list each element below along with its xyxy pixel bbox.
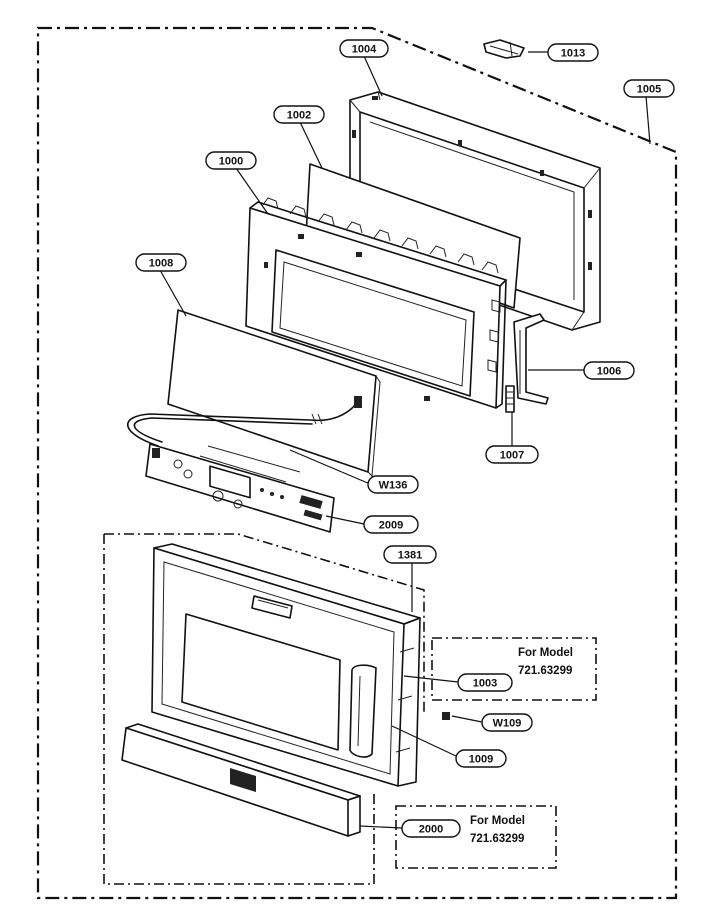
part-1000-door-chassis xyxy=(245,197,507,409)
callout-w109-label: W109 xyxy=(493,718,522,730)
part-1006-hinge xyxy=(513,313,549,405)
callout-1008-label: 1008 xyxy=(149,258,173,270)
part-console-housing xyxy=(151,543,450,787)
part-1002-panel xyxy=(305,163,521,309)
model-note-upper-line2: 721.63299 xyxy=(518,665,572,677)
callout-1381: 1381 xyxy=(383,545,437,564)
callout-1013: 1013 xyxy=(547,43,599,62)
callout-1005: 1005 xyxy=(623,79,675,98)
callout-1005-label: 1005 xyxy=(637,84,661,96)
model-note-lower-line2: 721.63299 xyxy=(470,833,524,845)
model-note-upper: For Model 721.63299 xyxy=(431,637,597,701)
callout-1013-label: 1013 xyxy=(561,48,585,60)
callout-1003-label: 1003 xyxy=(473,678,497,690)
part-1007-spring xyxy=(505,385,515,413)
assembly-boundary-console xyxy=(103,533,425,885)
callout-w136: W136 xyxy=(367,475,419,494)
part-2009-control-board xyxy=(145,443,335,533)
wire-harness-w136 xyxy=(126,396,362,447)
callout-1008: 1008 xyxy=(135,253,187,272)
callout-1009: 1009 xyxy=(455,749,507,768)
callout-1007-label: 1007 xyxy=(500,450,524,462)
callout-w136-label: W136 xyxy=(379,480,408,492)
callout-w109: W109 xyxy=(481,713,533,732)
part-1008-door-window xyxy=(167,309,381,478)
callout-2009-label: 2009 xyxy=(379,520,403,532)
model-note-lower-line1: For Model xyxy=(470,815,525,827)
leader-lines xyxy=(159,51,651,829)
callout-1002-label: 1002 xyxy=(287,110,311,122)
callout-1009-label: 1009 xyxy=(469,754,493,766)
model-note-lower: For Model 721.63299 xyxy=(395,805,557,869)
callout-1004: 1004 xyxy=(339,39,389,58)
callout-1006-label: 1006 xyxy=(597,366,621,378)
callout-1006: 1006 xyxy=(583,361,635,380)
part-2000-bezel xyxy=(121,723,361,837)
callout-2000-label: 2000 xyxy=(419,824,443,836)
callout-2000: 2000 xyxy=(401,819,461,838)
callout-1000-label: 1000 xyxy=(219,156,243,168)
callout-1002: 1002 xyxy=(273,105,325,124)
callout-1000: 1000 xyxy=(205,151,257,170)
assembly-boundary-outer xyxy=(36,26,678,900)
model-note-upper-line1: For Model xyxy=(518,647,573,659)
callout-1003: 1003 xyxy=(457,673,513,692)
callout-1004-label: 1004 xyxy=(352,44,377,56)
part-1013-latch xyxy=(483,39,525,59)
callout-1007: 1007 xyxy=(485,445,539,464)
callout-2009: 2009 xyxy=(363,515,419,534)
callout-1381-label: 1381 xyxy=(398,550,422,562)
